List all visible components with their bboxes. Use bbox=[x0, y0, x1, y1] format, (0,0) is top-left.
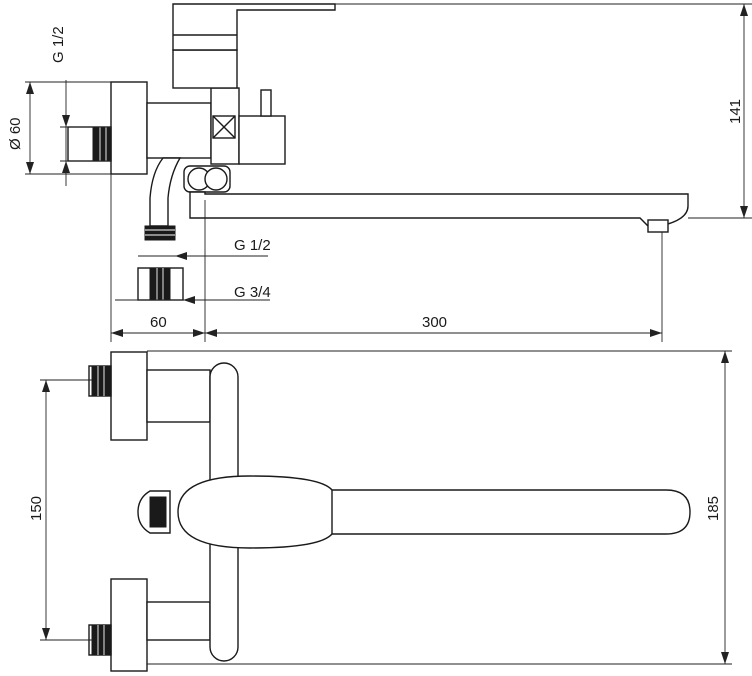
inlet-spacing-label: 150 bbox=[28, 496, 45, 521]
side-aerator bbox=[647, 219, 669, 233]
side-cartridge bbox=[172, 49, 238, 89]
overall-width-label: 185 bbox=[705, 496, 722, 521]
side-view bbox=[67, 3, 689, 301]
side-lever bbox=[172, 3, 336, 51]
top-upper-arm bbox=[146, 369, 211, 423]
spout-thread-label: G 1/2 bbox=[234, 237, 271, 254]
top-dimensions: 150 185 bbox=[28, 350, 732, 665]
side-wall-flange bbox=[110, 81, 148, 175]
top-upper-flange bbox=[110, 351, 148, 441]
side-adapter-thread bbox=[149, 267, 171, 301]
side-diverter-stem bbox=[260, 89, 272, 117]
spout-length-label: 300 bbox=[422, 314, 447, 331]
side-shower-outlet bbox=[149, 157, 182, 227]
side-inlet-thread bbox=[92, 126, 112, 162]
wall-offset-label: 60 bbox=[150, 314, 167, 331]
side-diverter-handle bbox=[238, 115, 286, 165]
adapter-thread-label: G 3/4 bbox=[234, 284, 271, 301]
top-lever bbox=[177, 475, 691, 549]
top-lower-flange bbox=[110, 578, 148, 672]
height-label: 141 bbox=[727, 99, 744, 124]
side-dimensions: G 1/2 Ø 60 141 G 1/2 G 3/4 60 bbox=[7, 3, 752, 342]
inlet-thread-label: G 1/2 bbox=[50, 26, 67, 63]
side-spout bbox=[189, 191, 689, 227]
top-view bbox=[88, 351, 691, 672]
side-shower-thread bbox=[144, 225, 176, 241]
top-lower-arm bbox=[146, 601, 211, 641]
inlet-diameter-label: Ø 60 bbox=[7, 117, 24, 150]
side-body bbox=[146, 102, 212, 159]
